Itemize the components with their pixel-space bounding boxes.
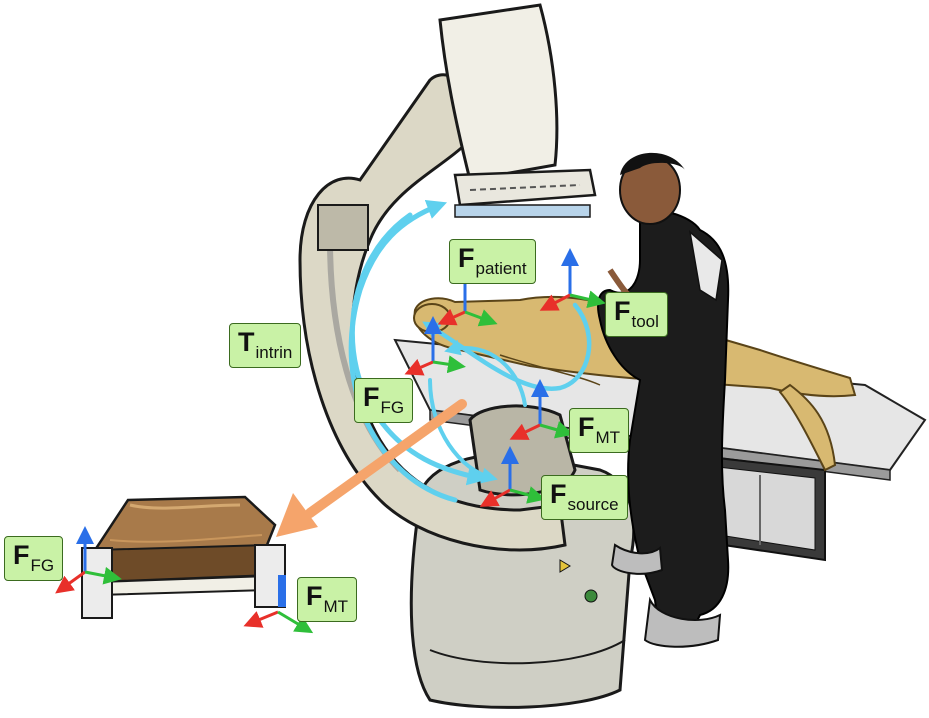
label-f-fg-inset: FFG: [4, 536, 64, 581]
label-f-tool: Ftool: [605, 292, 668, 337]
label-t-intrin: Tintrin: [229, 323, 302, 368]
label-f-fg-top: FFG: [354, 378, 414, 423]
label-f-source: Fsource: [541, 475, 628, 520]
axes-source: [479, 446, 546, 507]
axes-tool: [539, 248, 606, 311]
axes-fg-top: [404, 316, 466, 376]
inset-device: [81, 495, 286, 619]
label-f-mt-inset: FMT: [297, 577, 358, 622]
axes-mt-top: [509, 379, 574, 440]
label-f-mt-top: FMT: [569, 408, 630, 453]
transform-arrow-mt-source: [428, 378, 498, 484]
label-f-patient: Fpatient: [449, 239, 536, 284]
axes-mt-inset: [243, 610, 314, 634]
axes-fg-inset: [55, 526, 122, 594]
c-arm-gantry: [298, 3, 597, 552]
transform-arrow-fg-mt: [444, 339, 527, 407]
inset-pointer-arrow: [276, 399, 467, 537]
